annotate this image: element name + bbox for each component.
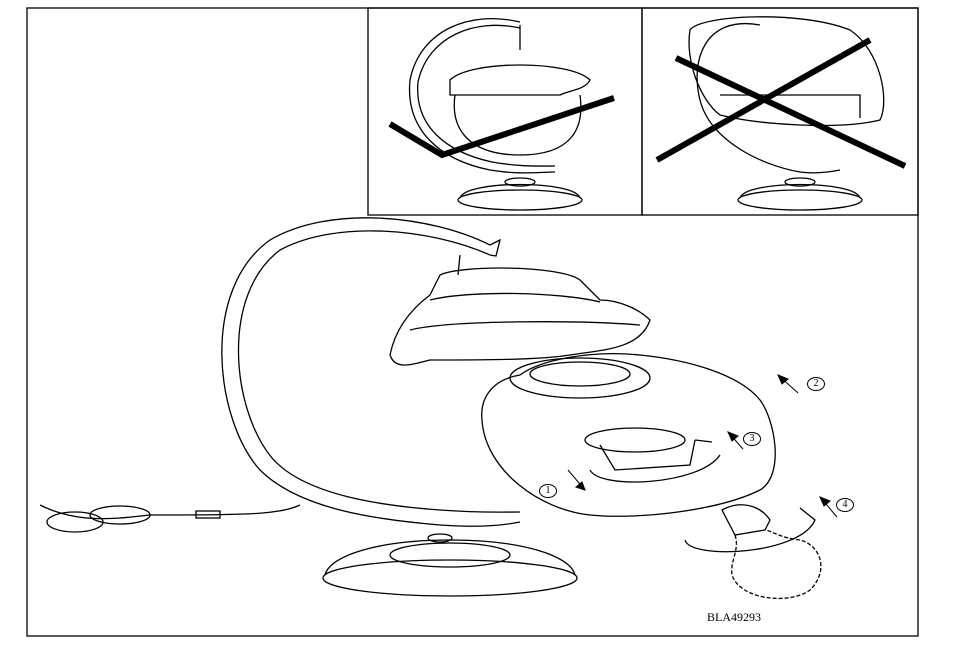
panel-incorrect (641, 7, 919, 216)
diagram-code: BLA49293 (707, 610, 761, 624)
glass-shade (481, 353, 776, 517)
panel-correct (367, 7, 643, 216)
lamp-crown (389, 267, 651, 366)
lamp-arm (221, 217, 521, 527)
step-3-marker: 3 (743, 432, 761, 446)
check-mark-icon (388, 95, 615, 159)
light-bulb (684, 504, 822, 600)
step-1-marker: 1 (539, 484, 557, 498)
lamp-base (322, 533, 578, 597)
small-lamp-correct (408, 18, 591, 211)
outer-frame (26, 7, 919, 637)
power-cord (39, 504, 301, 533)
cross-mark-icon (655, 37, 907, 169)
step-4-marker: 4 (836, 498, 854, 512)
arrow-icons (567, 374, 838, 518)
step-2-marker: 2 (807, 377, 825, 391)
small-lamp-covered (688, 16, 885, 211)
